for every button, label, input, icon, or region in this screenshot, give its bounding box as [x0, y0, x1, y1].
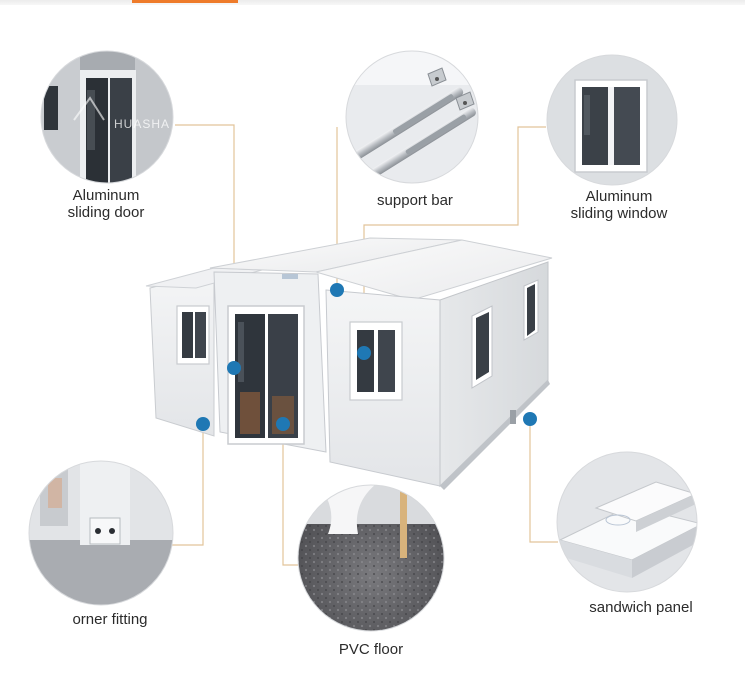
container-house [145, 237, 553, 490]
label-corner-fitting: orner fitting [72, 611, 148, 628]
label-aluminum-sliding-window: Aluminum sliding window [546, 188, 692, 222]
photo-support-bar [346, 51, 478, 183]
label-line-2: sliding door [67, 204, 145, 221]
label-pvc-floor: PVC floor [338, 641, 404, 658]
photo-sandwich-panel-ring [556, 451, 698, 593]
watermark-logo-icon [73, 96, 105, 121]
label-line-2: sliding window [570, 205, 668, 222]
photo-pvc-floor-ring [297, 484, 445, 632]
top-divider [0, 0, 745, 5]
photo-pvc-floor [298, 485, 444, 631]
callout-dots [196, 283, 537, 431]
photo-corner-fitting-ring [28, 460, 174, 606]
callout-dot-bar [330, 283, 344, 297]
label-sandwich-panel: sandwich panel [589, 599, 693, 616]
label-support-bar: support bar [377, 192, 453, 209]
callout-dot-window [357, 346, 371, 360]
callout-dot-corner [196, 417, 210, 431]
photo-sliding-window [547, 55, 677, 185]
label-aluminum-sliding-door: Aluminum sliding door [40, 187, 172, 221]
top-accent-bar [132, 0, 238, 3]
callout-dot-panel [523, 412, 537, 426]
photo-support-bar-ring [345, 50, 479, 184]
label-line-1: Aluminum [72, 187, 140, 204]
callout-dot-pvc [276, 417, 290, 431]
photo-sandwich-panel [557, 452, 697, 592]
photo-sliding-door-ring [40, 50, 174, 184]
photo-sliding-window-ring [546, 54, 678, 186]
leader-line-corner [172, 425, 204, 546]
callout-dot-door [227, 361, 241, 375]
leader-line-pvc [282, 425, 300, 566]
label-line-1: Aluminum [585, 188, 653, 205]
leader-line-panel [529, 420, 558, 543]
watermark-text: HUASHA [114, 117, 170, 131]
